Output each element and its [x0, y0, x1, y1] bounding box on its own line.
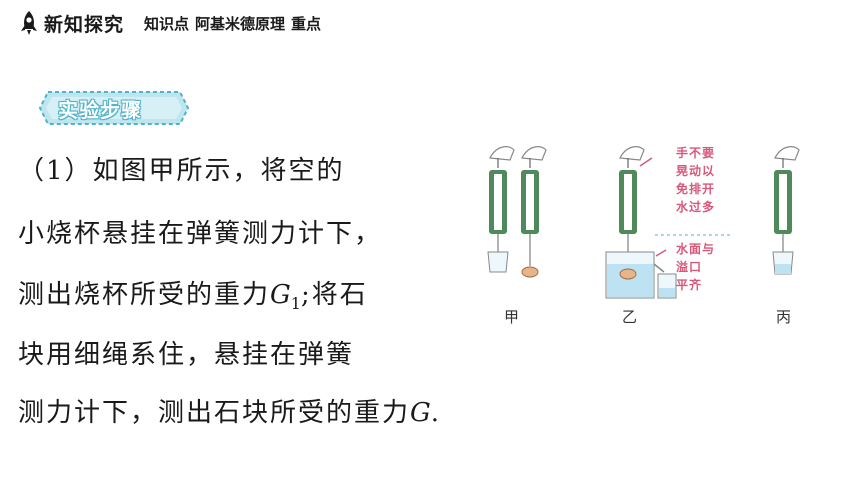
- note-line: 平齐: [676, 278, 703, 292]
- experiment-illustration: [487, 146, 800, 299]
- paragraph-line-2: 小烧杯悬挂在弹簧测力计下，: [18, 219, 383, 249]
- var-subscript: 1: [290, 294, 301, 313]
- section-title: 新知探究: [44, 13, 125, 36]
- experiment-figure: 甲 乙 丙 手不要 晃动以 免排开 水过多 水面与 溢口 平齐: [470, 140, 830, 340]
- tag-label: 实验步骤: [58, 98, 142, 122]
- var-g: G: [270, 280, 291, 310]
- section-header: 新知探究 知识点 阿基米德原理 重点: [18, 8, 321, 38]
- note-line: 溢口: [676, 260, 703, 274]
- emphasis-label: 重点: [291, 14, 322, 33]
- caption-yi: 乙: [622, 308, 638, 326]
- note-line: 晃动以: [676, 164, 716, 178]
- note-line: 水面与: [676, 242, 716, 256]
- note-water-level: 水面与 溢口 平齐: [676, 240, 715, 294]
- rocket-icon: [21, 11, 37, 35]
- note-line: 水过多: [676, 200, 716, 214]
- paragraph-line-3: 测出烧杯所受的重力G1;将石: [18, 282, 368, 312]
- note-hand-steady: 手不要 晃动以 免排开 水过多: [676, 144, 715, 216]
- var-g1: G1: [270, 280, 301, 313]
- spring-scale-4: [772, 146, 800, 275]
- note-line: 手不要: [676, 146, 716, 160]
- line5-text-post: .: [430, 398, 442, 428]
- spring-scale-2: [521, 146, 547, 278]
- caption-jia: 甲: [504, 308, 520, 326]
- spring-scale-1: [487, 146, 515, 273]
- paragraph-line-4: 块用细绳系住，悬挂在弹簧: [18, 340, 355, 370]
- line5-text: 测力计下，测出石块所受的重力: [18, 398, 411, 428]
- paragraph-line-5: 测力计下，测出石块所受的重力G.: [18, 400, 441, 426]
- note-line: 免排开: [676, 182, 716, 196]
- caption-bing: 丙: [776, 308, 792, 326]
- topic-name: 阿基米德原理: [195, 14, 286, 33]
- line3-text-post: ;将石: [300, 280, 368, 310]
- spring-scale-3: [605, 146, 730, 299]
- tag-background: [38, 91, 190, 125]
- var-g: G: [410, 398, 431, 428]
- paragraph-line-1: （1）如图甲所示，将空的: [18, 156, 345, 186]
- topic-label: 知识点: [144, 14, 190, 33]
- line3-text: 测出烧杯所受的重力: [18, 280, 271, 310]
- experiment-steps-tag: 实验步骤: [38, 90, 190, 126]
